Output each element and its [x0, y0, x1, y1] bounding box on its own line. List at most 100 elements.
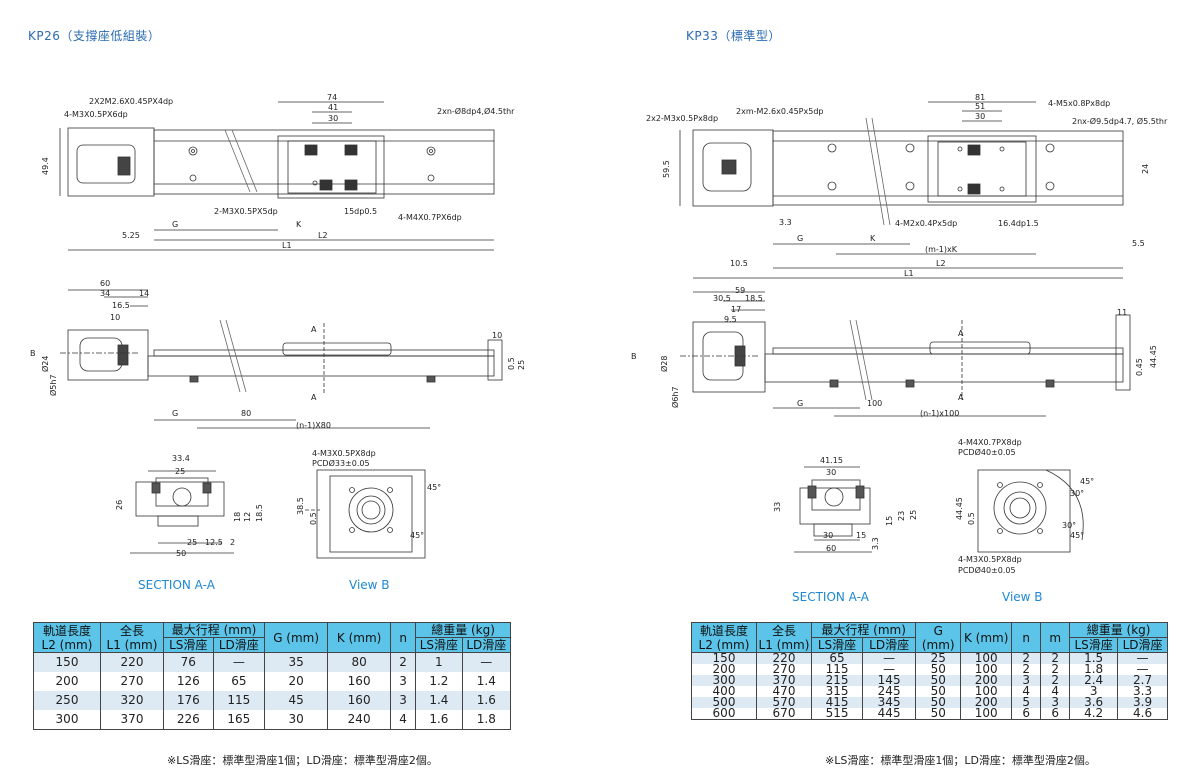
svg-text:Ø24: Ø24 — [40, 356, 50, 372]
svg-text:0.5: 0.5 — [309, 512, 318, 525]
svg-text:17: 17 — [731, 305, 741, 314]
svg-text:2xn-Ø8dp4,Ø4.5thr: 2xn-Ø8dp4,Ø4.5thr — [437, 106, 515, 116]
table-cell: 30 — [264, 710, 329, 730]
kp26-spec-table: 軌道長度 L2 (mm) 全長 L1 (mm) 最大行程 (mm) G (mm)… — [33, 622, 512, 730]
header-total-length: 全長 L1 (mm) — [100, 622, 164, 653]
svg-text:4-M4X0.7PX6dp: 4-M4X0.7PX6dp — [398, 213, 462, 222]
svg-text:15: 15 — [856, 531, 866, 540]
svg-text:(n-1)x100: (n-1)x100 — [920, 409, 959, 418]
table-cell: 1.4 — [415, 691, 463, 710]
svg-text:26: 26 — [115, 500, 124, 510]
svg-text:25: 25 — [517, 360, 526, 370]
table-cell: 4 — [390, 710, 417, 730]
svg-text:74: 74 — [327, 93, 337, 102]
svg-text:25: 25 — [175, 467, 185, 476]
svg-text:Ø28: Ø28 — [659, 356, 669, 372]
svg-text:50: 50 — [176, 549, 186, 558]
svg-text:2X2M2.6X0.45PX4dp: 2X2M2.6X0.45PX4dp — [89, 97, 173, 106]
table-cell: 1.4 — [461, 672, 512, 691]
kp33-spec-table: 軌道長度 L2 (mm) 全長 L1 (mm) 最大行程 (mm) G (mm)… — [691, 622, 1168, 720]
header-ld: LD滑座 — [212, 637, 266, 653]
svg-text:30: 30 — [826, 468, 836, 477]
svg-text:2: 2 — [230, 538, 235, 547]
svg-text:Ø5h7: Ø5h7 — [48, 374, 58, 396]
table-cell: — — [212, 652, 266, 672]
svg-text:45°: 45° — [427, 483, 441, 492]
header-weight-ls: LS滑座 — [415, 637, 463, 653]
table-cell: 6 — [1011, 707, 1042, 720]
table-cell: 6 — [1040, 707, 1071, 720]
svg-text:16.4dp1.5: 16.4dp1.5 — [998, 219, 1039, 228]
header-ls: LS滑座 — [810, 637, 864, 653]
table-cell: 35 — [264, 652, 329, 672]
svg-text:4-M5x0.8Px8dp: 4-M5x0.8Px8dp — [1048, 99, 1110, 108]
header-max-stroke: 最大行程 (mm) — [162, 622, 266, 638]
header-g: G (mm) — [264, 622, 329, 653]
svg-text:L2: L2 — [318, 231, 328, 240]
table-cell: 2.7 — [1117, 674, 1168, 686]
header-max-stroke: 最大行程 (mm) — [810, 622, 917, 638]
table-cell: — — [862, 652, 917, 664]
table-cell: 2 — [1040, 663, 1071, 675]
svg-text:30°: 30° — [1070, 489, 1084, 498]
table-cell: 1.6 — [461, 691, 512, 710]
header-g: G (mm) — [915, 622, 962, 653]
table-cell: 1.8 — [461, 710, 512, 730]
svg-text:0.5: 0.5 — [967, 512, 976, 525]
svg-text:45°: 45° — [1080, 477, 1094, 486]
header-weight: 總重量 (kg) — [415, 622, 511, 638]
table-cell: — — [1117, 663, 1168, 675]
svg-text:11: 11 — [1117, 308, 1127, 317]
header-weight: 總重量 (kg) — [1069, 622, 1168, 638]
svg-text:10: 10 — [492, 331, 502, 340]
svg-text:PCDØ40±0.05: PCDØ40±0.05 — [958, 565, 1016, 575]
table-cell: — — [862, 663, 917, 675]
table-cell: 76 — [163, 652, 214, 672]
kp33-drawings: 2x2-M3x0.5Px8dp 2xm-M2.6x0.45Px5dp 4-M5x… — [631, 93, 1168, 575]
svg-text:4-M4X0.7PX8dp: 4-M4X0.7PX8dp — [958, 438, 1022, 447]
svg-text:59.5: 59.5 — [662, 160, 671, 178]
table-cell: 220 — [100, 652, 164, 672]
svg-text:L1: L1 — [904, 269, 914, 278]
svg-text:PCDØ33±0.05: PCDØ33±0.05 — [312, 458, 370, 468]
left-view-label: View B — [349, 578, 390, 592]
header-n: n — [1011, 622, 1042, 653]
header-weight-ld: LD滑座 — [461, 637, 512, 653]
svg-text:G: G — [797, 234, 803, 243]
table-cell: 100 — [960, 707, 1013, 720]
svg-text:30.5: 30.5 — [713, 294, 731, 303]
svg-text:23: 23 — [897, 511, 906, 521]
svg-text:(n-1)X80: (n-1)X80 — [296, 421, 331, 430]
table-cell: 1.2 — [415, 672, 463, 691]
svg-text:38.5: 38.5 — [296, 497, 305, 515]
svg-text:G: G — [172, 409, 178, 418]
svg-text:33.4: 33.4 — [172, 454, 190, 463]
left-section-label: SECTION A-A — [138, 578, 215, 592]
svg-text:30: 30 — [823, 531, 833, 540]
svg-text:49.4: 49.4 — [41, 157, 50, 175]
svg-text:2x2-M3x0.5Px8dp: 2x2-M3x0.5Px8dp — [646, 114, 718, 123]
header-k: K (mm) — [327, 622, 392, 653]
svg-text:44.45: 44.45 — [1149, 345, 1158, 368]
svg-text:2-M3X0.5PX5dp: 2-M3X0.5PX5dp — [214, 207, 278, 216]
table-cell: 2 — [390, 652, 417, 672]
svg-text:59: 59 — [735, 286, 745, 295]
left-model-title: KP26（支撐座低組裝） — [28, 29, 161, 43]
header-n: n — [390, 622, 417, 653]
table-cell: 4.2 — [1069, 707, 1119, 720]
table-cell: 3 — [1040, 696, 1071, 708]
svg-text:0.45: 0.45 — [1135, 358, 1144, 376]
table-cell: 515 — [810, 707, 864, 720]
svg-text:0.5: 0.5 — [507, 357, 516, 370]
table-cell: 2 — [1040, 652, 1071, 664]
svg-text:4-M3X0.5PX8dp: 4-M3X0.5PX8dp — [312, 449, 376, 458]
table-cell: 3.3 — [1117, 685, 1168, 697]
table-cell: 4 — [1040, 685, 1071, 697]
svg-text:G: G — [172, 220, 178, 229]
svg-text:10.5: 10.5 — [730, 259, 748, 268]
